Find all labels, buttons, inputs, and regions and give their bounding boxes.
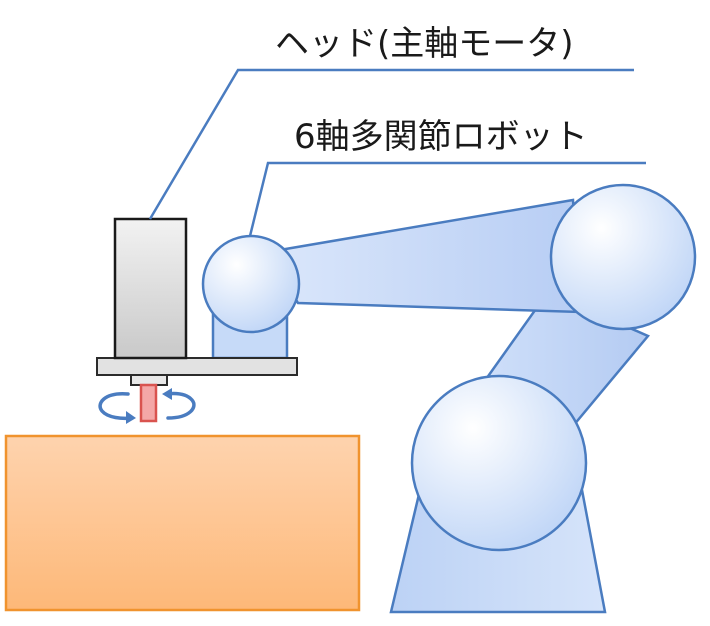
spindle-motor-head xyxy=(113,217,188,360)
robot-base-joint xyxy=(410,374,588,552)
robot-label: 6軸多関節ロボット xyxy=(294,117,588,157)
robot-leader-line xyxy=(248,161,646,237)
head-leader-line xyxy=(148,68,634,220)
head-label: ヘッド(主軸モータ) xyxy=(275,24,574,64)
robot-elbow-joint xyxy=(549,183,697,331)
robot-wrist-joint xyxy=(201,234,301,334)
cutting-tool xyxy=(139,383,158,423)
rotation-arrows-icon xyxy=(98,388,196,424)
robot-upper-arm xyxy=(266,198,582,314)
mounting-plate xyxy=(96,357,298,376)
workpiece-block xyxy=(4,434,361,612)
spindle-collar xyxy=(130,374,168,386)
